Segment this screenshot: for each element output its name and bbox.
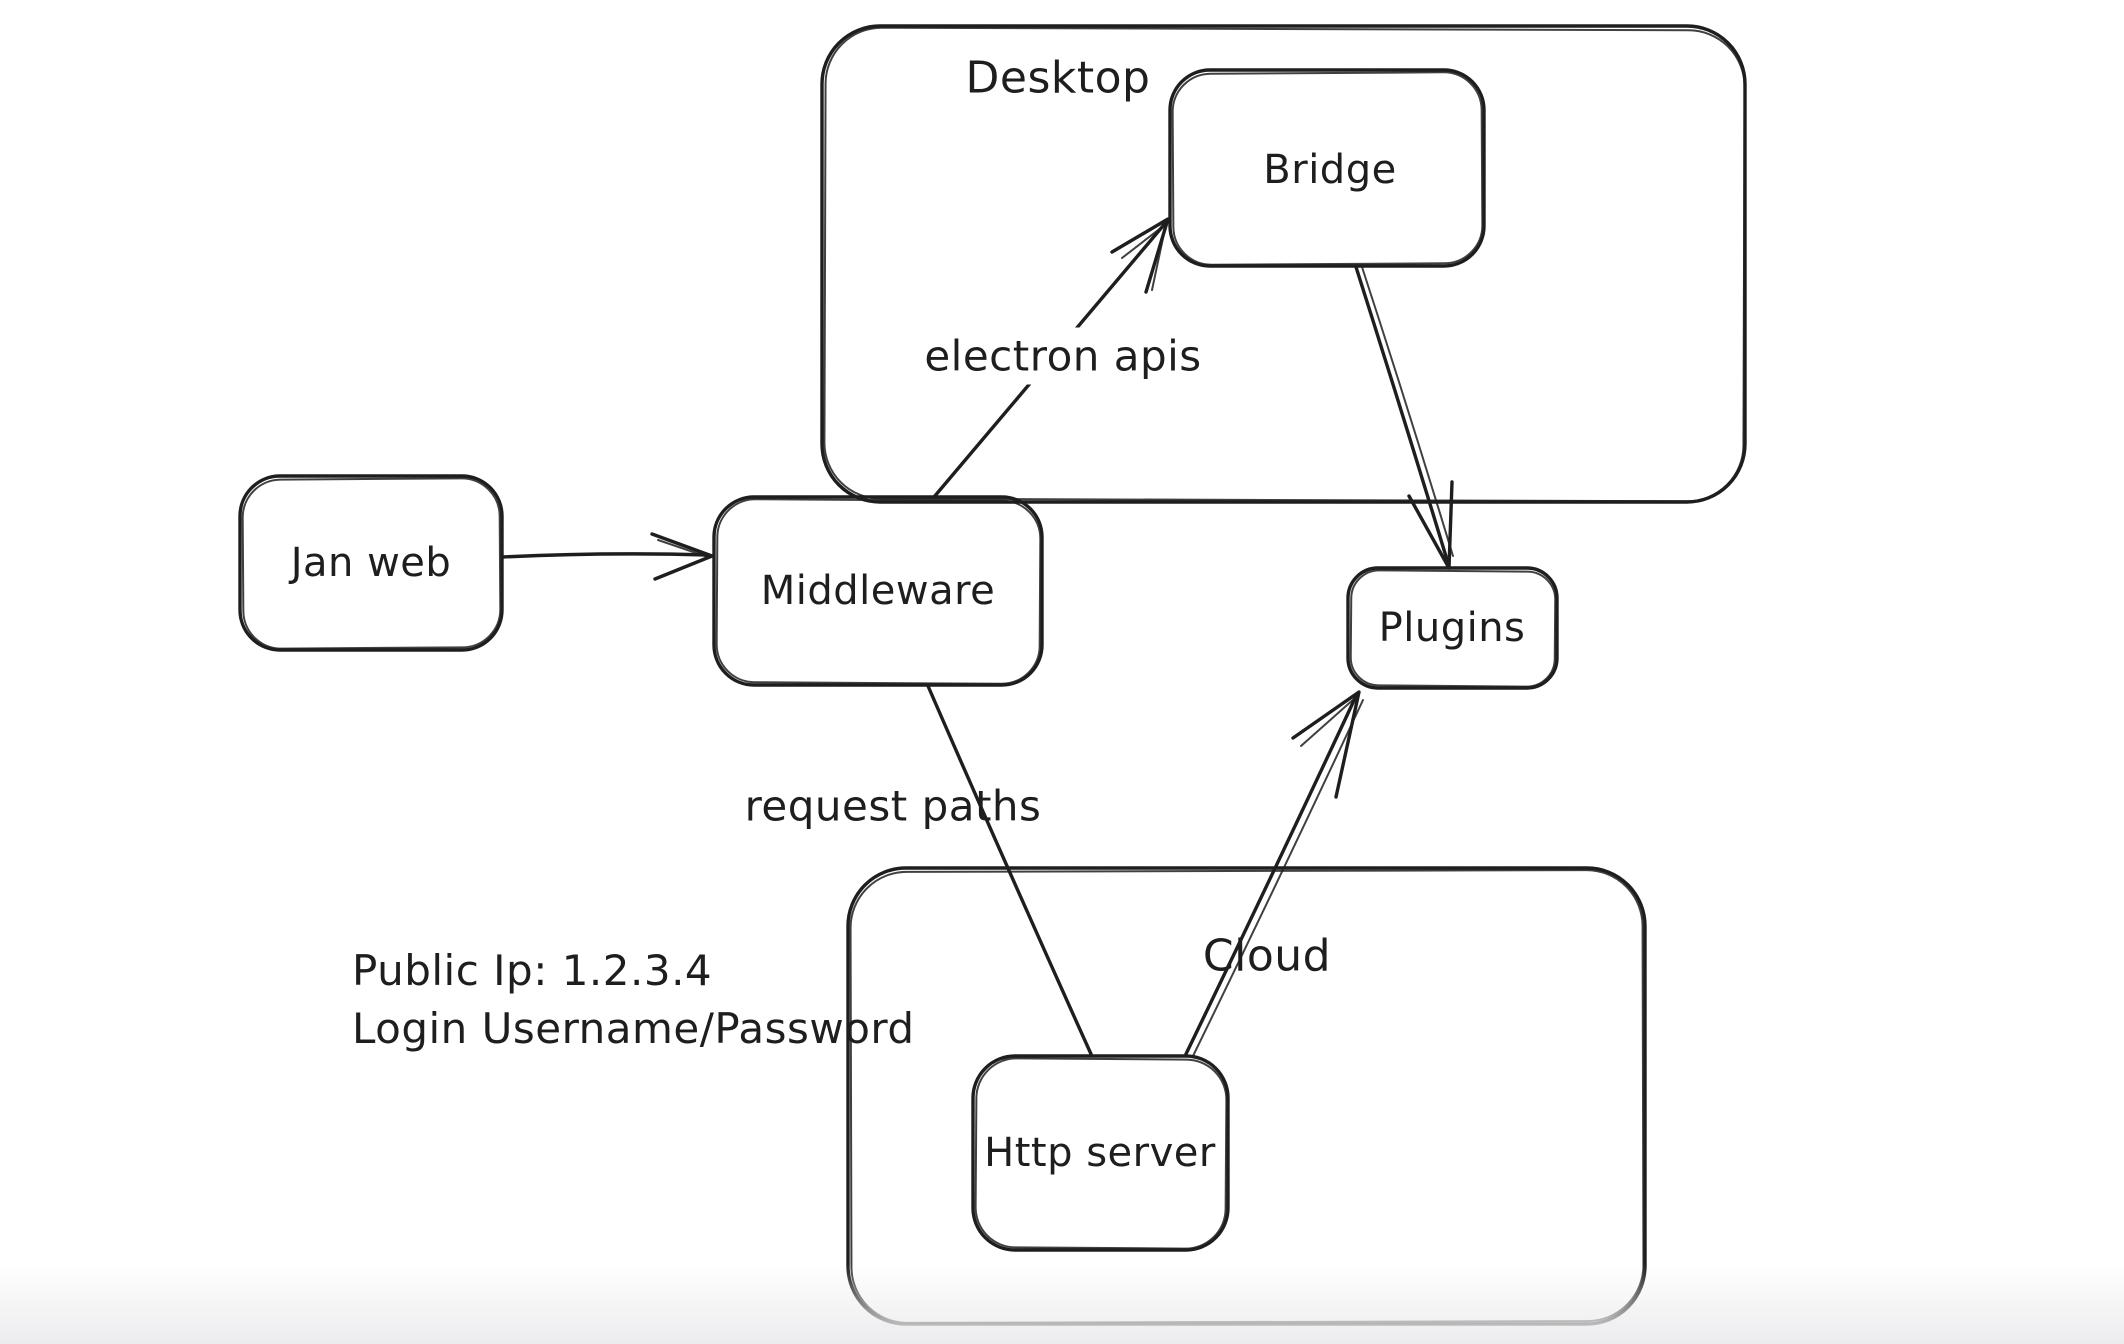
node-middleware-shape[interactable] — [712, 495, 1044, 687]
container-cloud-label: Cloud — [1202, 930, 1332, 982]
edge-httpserver-plugins[interactable] — [1184, 690, 1364, 1057]
node-plugins-shape[interactable] — [1346, 566, 1559, 690]
edge-bridge-plugins[interactable] — [1354, 265, 1454, 570]
node-bridge-label: Bridge — [1263, 147, 1397, 193]
edge-label-request-paths: request paths — [744, 781, 1042, 831]
edge-label-electron-apis: electron apis — [914, 327, 1212, 385]
node-middleware-label: Middleware — [760, 568, 996, 614]
annotation-public-ip: Public Ip: 1.2.3.4 — [352, 946, 713, 995]
node-jan-web-label: Jan web — [290, 540, 452, 586]
node-http-server-label: Http server — [984, 1130, 1216, 1176]
edge-janweb-middleware[interactable] — [501, 532, 714, 581]
container-desktop-label: Desktop — [965, 52, 1151, 104]
annotation-login: Login Username/Password — [352, 1004, 915, 1053]
node-http-server-shape[interactable] — [971, 1054, 1230, 1252]
annotation-block: Public Ip: 1.2.3.4 Login Username/Passwo… — [352, 942, 915, 1058]
container-desktop-shape[interactable] — [820, 24, 1747, 504]
edge-middleware-httpserver[interactable] — [926, 684, 1093, 1056]
node-bridge-shape[interactable] — [1168, 68, 1486, 268]
node-plugins-label: Plugins — [1378, 605, 1526, 651]
node-jan-web-shape[interactable] — [238, 474, 504, 652]
